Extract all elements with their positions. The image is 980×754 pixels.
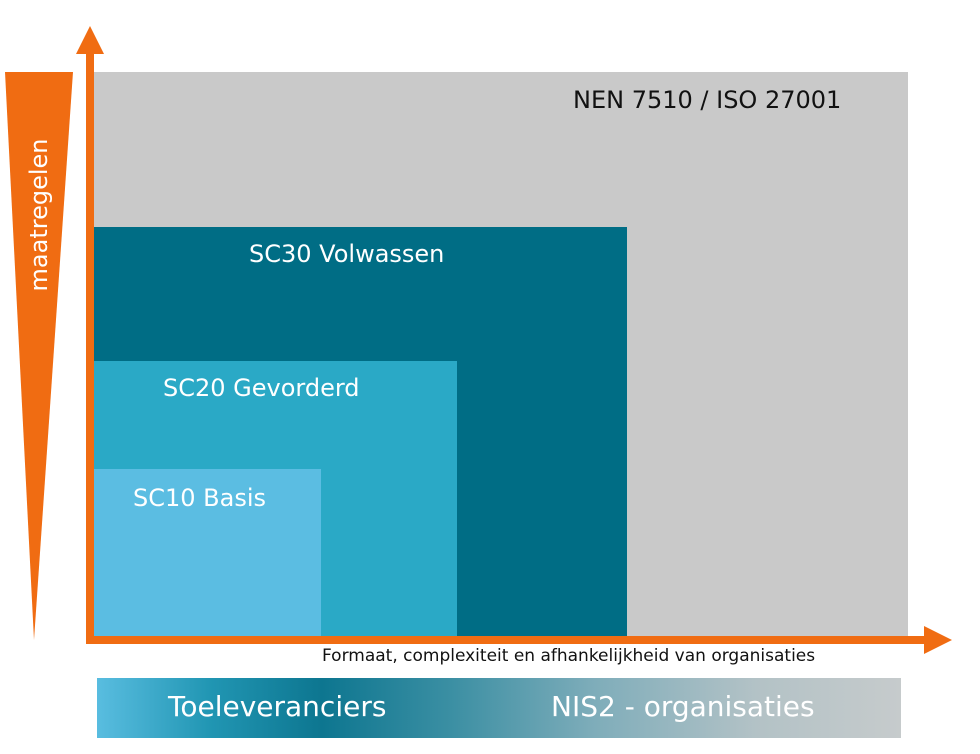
x-axis-arrow-icon: [924, 626, 952, 654]
y-axis-label: maatregelen: [25, 138, 53, 292]
y-axis-line: [86, 52, 94, 644]
suppliers-label: Toeleveranciers: [168, 690, 387, 723]
x-axis: [86, 626, 952, 654]
sc10-label: SC10 Basis: [133, 484, 267, 512]
x-axis-label: Formaat, complexiteit en afhankelijkheid…: [322, 646, 816, 666]
organisation-spectrum-bar: [97, 678, 901, 738]
nis2-organisations-label: NIS2 - organisaties: [551, 690, 815, 723]
y-axis-funnel: [5, 72, 73, 640]
sc10-area: [93, 469, 321, 638]
sc20-label: SC20 Gevorderd: [163, 374, 360, 402]
y-axis: [76, 26, 104, 644]
x-axis-line: [86, 636, 928, 644]
iso-27001-label: NEN 7510 / ISO 27001: [573, 86, 842, 114]
y-axis-arrow-icon: [76, 26, 104, 54]
sc30-label: SC30 Volwassen: [249, 240, 445, 268]
